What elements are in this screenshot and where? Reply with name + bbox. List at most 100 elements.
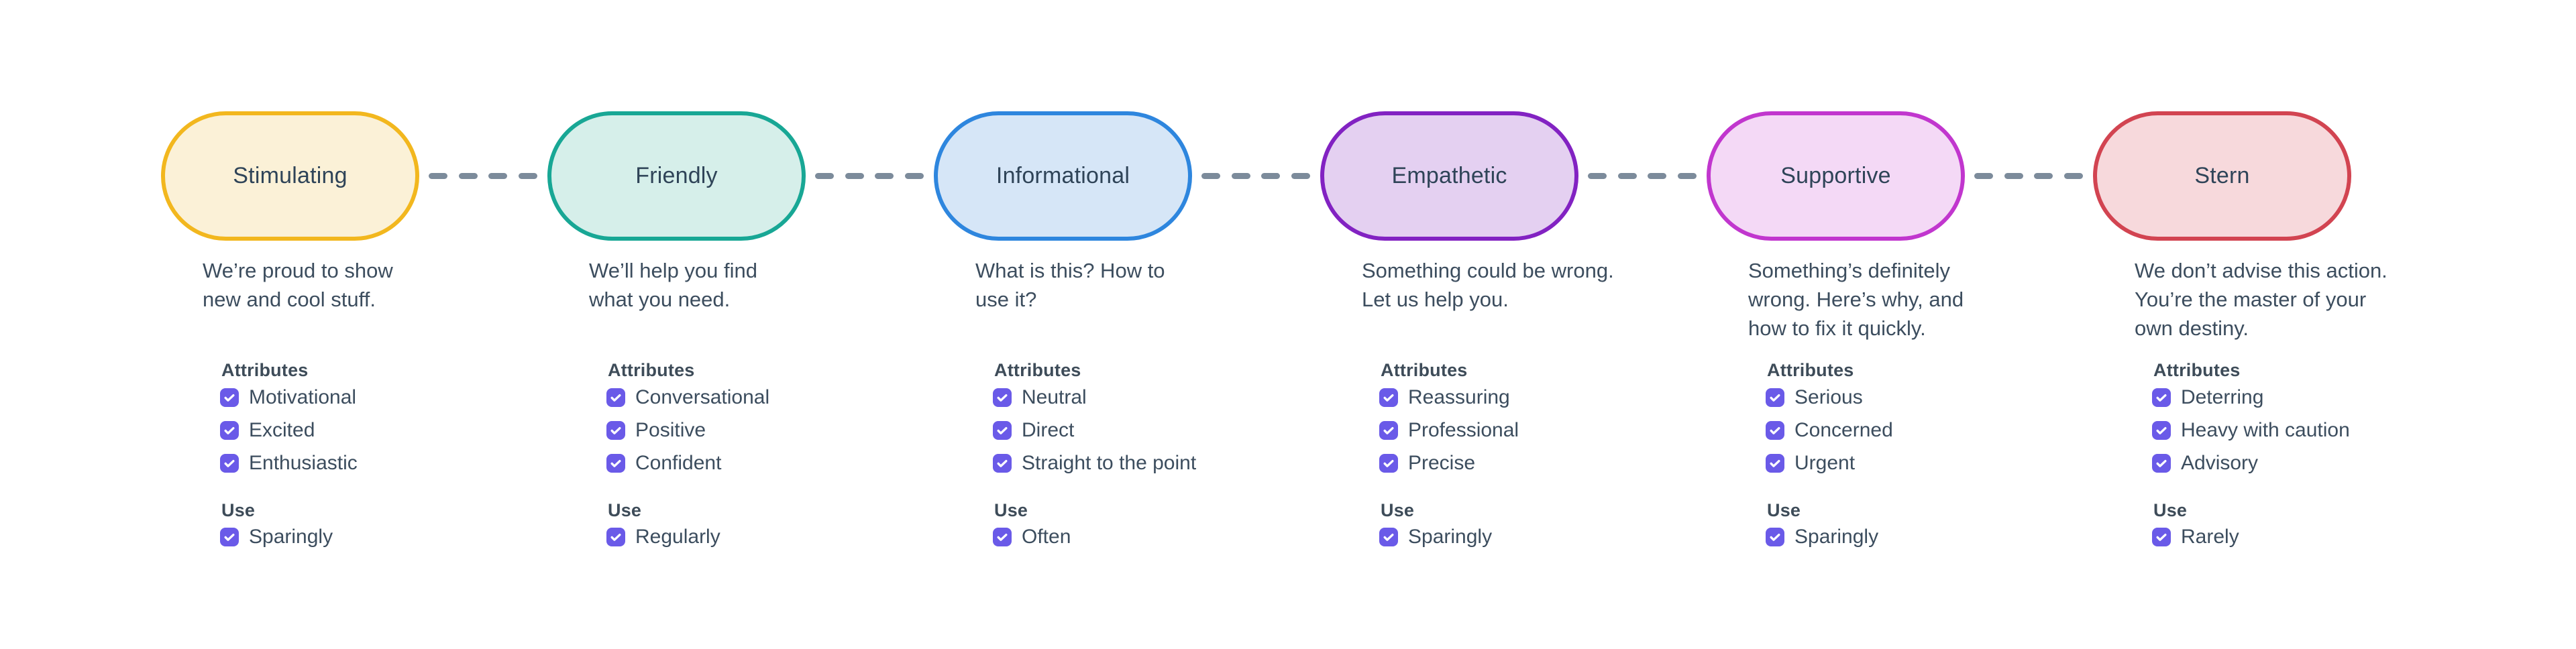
use-list: Sparingly <box>220 526 333 548</box>
attributes-list: Reassuring Professional Precise <box>1379 386 1519 474</box>
tone-description: We don’t advise this action. You’re the … <box>2135 259 2387 340</box>
checkbox-label: Excited <box>249 419 315 441</box>
checkbox-checked[interactable] <box>1766 388 1784 407</box>
check-icon <box>1383 427 1394 434</box>
dash-segment <box>1231 173 1250 179</box>
checkbox-checked[interactable] <box>606 388 625 407</box>
checkbox-checked[interactable] <box>220 528 239 546</box>
attribute-checkbox-row: Reassuring <box>1379 386 1519 408</box>
tone-column-stimulating: Stimulating We’re proud to show new and … <box>161 111 547 594</box>
use-heading: Use <box>1381 500 1415 520</box>
checkbox-checked[interactable] <box>2152 454 2171 473</box>
checkbox-label: Urgent <box>1794 452 1856 474</box>
tone-node-friendly[interactable]: Friendly <box>547 111 806 241</box>
checkbox-label: Serious <box>1794 386 1863 408</box>
attribute-checkbox-row: Motivational <box>220 386 358 408</box>
dash-segment <box>1291 173 1310 179</box>
tone-node-empathetic[interactable]: Empathetic <box>1320 111 1578 241</box>
checkbox-checked[interactable] <box>993 421 1012 440</box>
tone-node-supportive[interactable]: Supportive <box>1707 111 1965 241</box>
checkbox-checked[interactable] <box>1766 421 1784 440</box>
attribute-checkbox-row: Serious <box>1766 386 1893 408</box>
use-checkbox-row: Sparingly <box>220 526 333 548</box>
tone-description: Something could be wrong. Let us help yo… <box>1362 259 1614 311</box>
attributes-list: Neutral Direct Straight to the point <box>993 386 1197 474</box>
dash-segment <box>1974 173 1993 179</box>
dash-segment <box>1617 173 1637 179</box>
checkbox-checked[interactable] <box>1379 528 1398 546</box>
checkbox-label: Deterring <box>2181 386 2264 408</box>
checkbox-checked[interactable] <box>1379 421 1398 440</box>
checkbox-checked[interactable] <box>2152 388 2171 407</box>
checkbox-label: Advisory <box>2181 452 2259 474</box>
attribute-checkbox-row: Confident <box>606 452 769 474</box>
check-icon <box>610 460 621 467</box>
checkbox-label: Motivational <box>249 386 357 408</box>
checkbox-label: Heavy with caution <box>2181 419 2350 441</box>
dash-segment <box>488 173 508 179</box>
tone-node-informational[interactable]: Informational <box>934 111 1192 241</box>
tone-node-stern[interactable]: Stern <box>2093 111 2351 241</box>
check-icon <box>1770 460 1780 467</box>
check-icon <box>610 534 621 541</box>
dashed-connector <box>1974 173 2083 179</box>
check-icon <box>610 394 621 402</box>
checkbox-label: Rarely <box>2181 526 2239 548</box>
checkbox-checked[interactable] <box>1766 528 1784 546</box>
checkbox-checked[interactable] <box>993 388 1012 407</box>
attributes-heading: Attributes <box>994 360 1081 380</box>
tone-label: Stimulating <box>233 163 347 188</box>
attributes-heading: Attributes <box>1767 360 1854 380</box>
checkbox-label: Conversational <box>635 386 770 408</box>
tone-label: Informational <box>996 163 1130 188</box>
tone-column-supportive: Supportive Something’s definitely wrong.… <box>1707 111 2093 594</box>
attribute-checkbox-row: Straight to the point <box>993 452 1197 474</box>
attribute-checkbox-row: Deterring <box>2152 386 2350 408</box>
attributes-heading: Attributes <box>1381 360 1468 380</box>
attributes-heading: Attributes <box>2153 360 2241 380</box>
checkbox-checked[interactable] <box>2152 421 2171 440</box>
check-icon <box>997 427 1008 434</box>
tone-column-stern: Stern We don’t advise this action. You’r… <box>2093 111 2479 594</box>
dash-segment <box>518 173 537 179</box>
use-heading: Use <box>608 500 642 520</box>
use-heading: Use <box>1767 500 1801 520</box>
checkbox-label: Professional <box>1408 419 1519 441</box>
tone-label: Stern <box>2194 163 2250 188</box>
checkbox-checked[interactable] <box>1379 388 1398 407</box>
attribute-checkbox-row: Conversational <box>606 386 770 408</box>
attributes-list: Motivational Excited Enthusiastic <box>220 386 358 474</box>
dashed-connector <box>1588 173 1697 179</box>
check-icon <box>1383 394 1394 402</box>
dash-segment <box>875 173 894 179</box>
attribute-checkbox-row: Advisory <box>2152 452 2350 474</box>
check-icon <box>1770 534 1780 541</box>
tone-node-stimulating[interactable]: Stimulating <box>161 111 419 241</box>
tone-description: We’re proud to show new and cool stuff. <box>203 259 393 311</box>
checkbox-label: Straight to the point <box>1022 452 1197 474</box>
checkbox-checked[interactable] <box>220 421 239 440</box>
checkbox-checked[interactable] <box>993 528 1012 546</box>
dash-segment <box>458 173 478 179</box>
attributes-heading: Attributes <box>221 360 309 380</box>
checkbox-checked[interactable] <box>1766 454 1784 473</box>
checkbox-checked[interactable] <box>220 388 239 407</box>
checkbox-checked[interactable] <box>220 454 239 473</box>
use-heading: Use <box>221 500 256 520</box>
checkbox-checked[interactable] <box>2152 528 2171 546</box>
check-icon <box>1383 534 1394 541</box>
use-checkbox-row: Regularly <box>606 526 720 548</box>
check-icon <box>2156 534 2167 541</box>
checkbox-checked[interactable] <box>1379 454 1398 473</box>
checkbox-checked[interactable] <box>606 421 625 440</box>
checkbox-checked[interactable] <box>993 454 1012 473</box>
tone-column-empathetic: Empathetic Something could be wrong. Let… <box>1320 111 1707 594</box>
checkbox-label: Sparingly <box>1408 526 1493 548</box>
checkbox-label: Sparingly <box>249 526 333 548</box>
dash-segment <box>845 173 864 179</box>
attribute-checkbox-row: Professional <box>1379 419 1519 441</box>
checkbox-checked[interactable] <box>606 454 625 473</box>
use-checkbox-row: Sparingly <box>1379 526 1493 548</box>
tone-label: Empathetic <box>1391 163 1507 188</box>
checkbox-checked[interactable] <box>606 528 625 546</box>
